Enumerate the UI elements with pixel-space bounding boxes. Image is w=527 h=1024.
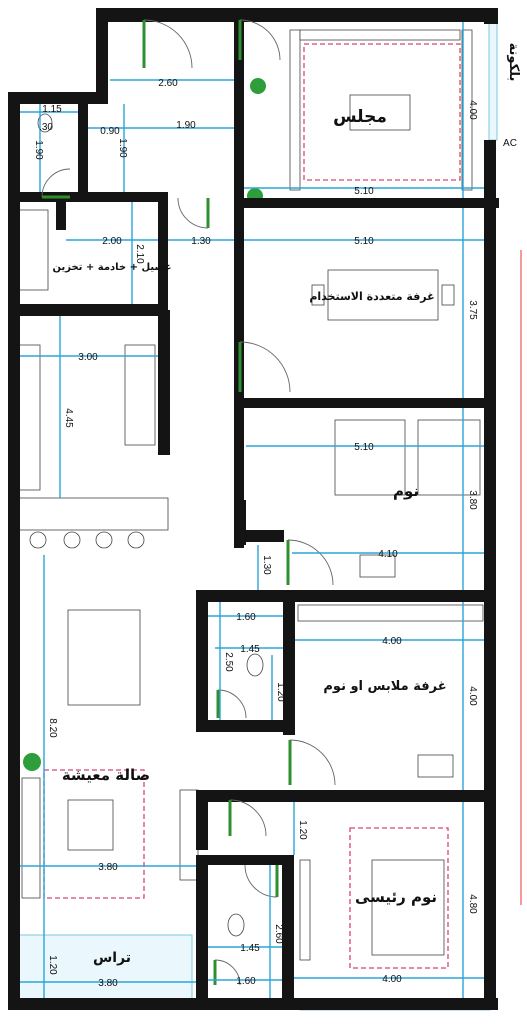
dim-living-height: 8.20 [47, 718, 58, 738]
dim-wc-b: 0.90 [100, 126, 120, 137]
dim-bath-mid-height: 2.50 [223, 652, 234, 672]
room-label-terrace: تراس [93, 950, 131, 966]
dim-bath-low-height: 2.60 [273, 924, 284, 944]
dining-table [67, 609, 141, 706]
room-label-laundry: غسيل + خادمة + تخزين [53, 262, 172, 273]
dresser [417, 754, 454, 778]
toilet [246, 653, 264, 677]
kitchen-cabinet [124, 344, 156, 446]
room-label-master-bedroom: نوم رئيسى [355, 888, 437, 906]
majlis-sofa-left [289, 29, 301, 191]
room-label-balcony: بلكونة [506, 43, 521, 82]
toilet [37, 113, 53, 133]
wardrobe [297, 604, 484, 622]
toilet [227, 913, 245, 937]
bed [334, 419, 406, 496]
dim-laundry-height: 2.10 [134, 244, 145, 264]
dim-master-width: 4.00 [382, 974, 402, 985]
plant-icon [250, 78, 266, 94]
room-label-dressing: غرفة ملابس او نوم [323, 679, 446, 694]
dim-majlis-top: 2.60 [158, 78, 178, 89]
bar-stool [95, 531, 113, 549]
majlis-table [349, 94, 411, 131]
dim-terrace-width: 3.80 [98, 978, 118, 989]
multi-table [327, 269, 439, 321]
dim-master-height: 4.80 [467, 894, 478, 914]
dim-multi-height: 3.75 [467, 300, 478, 320]
living-sofa [21, 777, 41, 899]
dim-wc-a: .30 [39, 122, 53, 133]
dim-wc-top-depth: 1.90 [117, 138, 128, 158]
room-label-living: صالة معيشة [62, 766, 150, 784]
dim-kitchen-width: 3.00 [78, 352, 98, 363]
majlis-rug [303, 43, 461, 181]
doors [41, 19, 336, 986]
dim-majlis-width: 5.10 [354, 186, 374, 197]
bar-stool [29, 531, 47, 549]
dim-bath-mid-width: 1.60 [236, 612, 256, 623]
dim-bath-mid-small: 1.20 [275, 682, 286, 702]
dim-wc-c: 1.90 [176, 120, 196, 131]
dim-wc-top: 1.15 [42, 104, 62, 115]
room-label-majlis: مجلس [333, 107, 387, 127]
majlis-sofa-right [461, 29, 473, 191]
master-bed [371, 859, 445, 956]
laundry-counter [17, 209, 49, 291]
dim-wc-d: 1.90 [33, 140, 44, 160]
bed [417, 419, 481, 496]
dim-corridor: 1.30 [261, 555, 272, 575]
dim-majlis-height: 4.00 [467, 100, 478, 120]
dim-bath-mid-inner: 1.45 [240, 644, 260, 655]
terrace-glass [11, 934, 193, 1001]
ac-label: AC [503, 138, 517, 149]
room-label-multipurpose: غرفة متعددة الاستخدام [309, 290, 434, 303]
dim-dressing-width: 4.00 [382, 636, 402, 647]
dim-bath-low-bottom: 1.60 [236, 976, 256, 987]
dim-living-width: 3.80 [98, 862, 118, 873]
plant-icon [23, 753, 41, 771]
dim-bath-low-width: 1.45 [240, 943, 260, 954]
dim-bedroom-width: 5.10 [354, 442, 374, 453]
room-label-bedroom: نوم [393, 482, 419, 500]
coffee-table [67, 799, 114, 851]
dim-laundry-width: 2.00 [102, 236, 122, 247]
kitchen-counter [17, 344, 41, 491]
dim-dressing-height: 4.00 [467, 686, 478, 706]
dim-bedroom-height: 3.80 [467, 490, 478, 510]
dim-multi-width: 5.10 [354, 236, 374, 247]
desk [359, 554, 396, 578]
dim-kitchen-height: 4.45 [63, 408, 74, 428]
bar-stool [127, 531, 145, 549]
majlis-sofa-top [299, 29, 461, 41]
dim-master-top: 1.20 [297, 820, 308, 840]
kitchen-island [17, 497, 169, 531]
master-rug [349, 827, 449, 969]
bar-stool [63, 531, 81, 549]
dim-terrace-height: 1.20 [47, 955, 58, 975]
dim-door-gap: 1.30 [191, 236, 211, 247]
master-wardrobe [299, 859, 311, 961]
dimension-lines [20, 22, 484, 998]
balcony-window [488, 19, 498, 141]
chair [311, 284, 325, 306]
dim-bedroom-lower: 4.10 [378, 549, 398, 560]
chair [441, 284, 455, 306]
